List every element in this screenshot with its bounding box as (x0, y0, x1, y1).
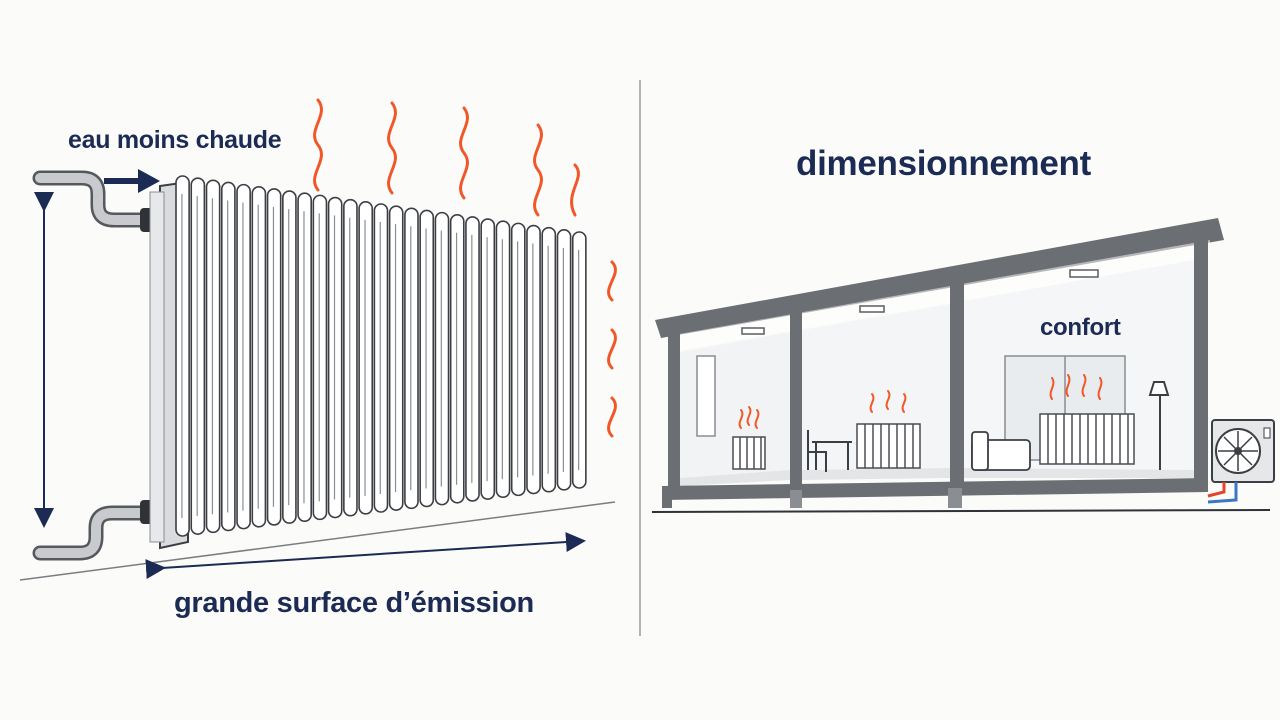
radiator-column (510, 222, 526, 497)
radiator-column (205, 179, 221, 534)
radiator-column (251, 185, 267, 528)
radiator-column (220, 181, 236, 532)
radiator-column (388, 205, 404, 511)
heat-waves-radiator (313, 98, 617, 438)
water-inlet-arrow (104, 169, 160, 193)
door (696, 355, 716, 437)
house-panel (651, 218, 1275, 513)
radiator-column (282, 190, 297, 524)
interior-wall-2 (950, 279, 964, 495)
interior-wall-1 (790, 306, 802, 495)
radiator-column (358, 201, 374, 515)
radiator-column (266, 188, 282, 526)
comfort-label: confort (1040, 314, 1121, 341)
cold-pipe (1207, 482, 1238, 504)
wall-plate (149, 191, 165, 543)
right-wall (1194, 236, 1208, 490)
radiator-column (312, 194, 328, 521)
radiator-column (419, 209, 435, 508)
pipes (32, 170, 168, 561)
left-wall (668, 330, 680, 495)
sizing-label: dimensionnement (796, 144, 1091, 183)
radiator-column (434, 211, 450, 506)
room-radiator-2 (856, 423, 921, 469)
radiator-column (327, 196, 343, 519)
heat-waves-rooms (738, 374, 1103, 429)
ground-line (651, 509, 1271, 513)
sofa (971, 431, 1031, 471)
radiator-column (495, 220, 511, 499)
radiator-column (236, 183, 251, 530)
radiator-column (465, 216, 480, 502)
radiator-column (556, 229, 572, 491)
heat-pump-unit (1211, 419, 1275, 483)
room-radiator-1 (732, 436, 766, 470)
radiator-column (175, 175, 190, 537)
radiator-panel (19, 98, 617, 581)
radiator-column (571, 231, 587, 489)
radiator-column (449, 213, 465, 504)
room-radiator-3 (1039, 413, 1135, 465)
radiator-column (373, 203, 389, 513)
radiator-column (480, 218, 496, 500)
radiator-column (404, 207, 419, 510)
radiator-column (297, 192, 312, 523)
radiator-column (343, 198, 358, 517)
ceiling-lights (741, 269, 1099, 335)
radiator-columns (175, 175, 587, 537)
hot-pipe (1207, 482, 1226, 498)
table-chairs (807, 430, 852, 472)
radiator-column (541, 226, 557, 493)
water-temperature-label: eau moins chaude (68, 126, 282, 154)
emission-surface-label: grande surface d’émission (174, 587, 534, 619)
radiator-column (190, 177, 206, 535)
radiator-column (526, 224, 541, 495)
width-arrow (145, 532, 586, 580)
floor-lamp (1148, 381, 1170, 470)
